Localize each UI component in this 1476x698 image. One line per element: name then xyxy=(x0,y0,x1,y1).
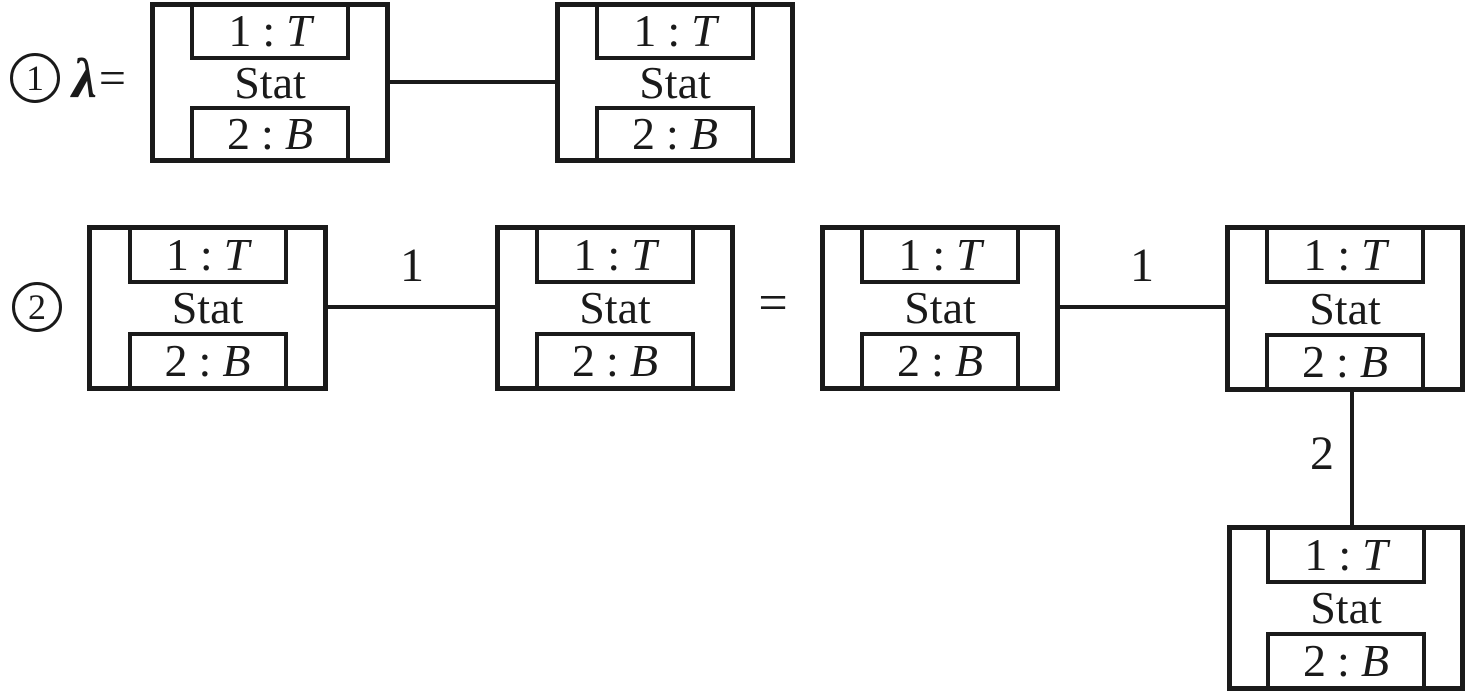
port-colon: : xyxy=(198,335,212,386)
stat-box-2e: 1:T Stat 2:B xyxy=(1227,525,1465,691)
statement-2-equals: = xyxy=(758,275,788,332)
wire-2d-2e xyxy=(1350,392,1354,525)
statement-1-number: 1 xyxy=(26,58,44,98)
port-top: 1:T xyxy=(190,7,350,60)
port-type: B xyxy=(284,107,313,159)
wire-label-1: 1 xyxy=(400,239,424,292)
port-bottom: 2:B xyxy=(1266,632,1426,686)
port-colon: : xyxy=(1337,635,1350,686)
port-top: 1:T xyxy=(595,7,755,60)
port-bottom: 2:B xyxy=(860,332,1020,386)
port-type: B xyxy=(629,335,658,386)
port-type: B xyxy=(689,107,718,159)
node-label: Stat xyxy=(579,282,651,333)
stat-box-2c: 1:T Stat 2:B xyxy=(820,225,1060,391)
port-top: 1:T xyxy=(127,229,288,284)
port-type: T xyxy=(1362,529,1388,580)
equals-symbol: = xyxy=(98,52,126,105)
node-label: Stat xyxy=(1310,582,1382,633)
port-bottom: 2:B xyxy=(1265,333,1425,387)
port-index: 1 xyxy=(633,5,657,57)
port-type: B xyxy=(954,335,983,386)
statement-2-number: 2 xyxy=(28,287,46,327)
port-index: 1 xyxy=(573,229,597,280)
port-bottom: 2:B xyxy=(190,105,350,159)
port-colon: : xyxy=(931,335,944,386)
lambda-symbol: λ xyxy=(72,48,97,110)
port-type: B xyxy=(1360,635,1389,686)
node-label: Stat xyxy=(171,282,244,333)
stat-box-2a: 1:T Stat 2:B xyxy=(87,225,328,391)
node-label: Stat xyxy=(1309,282,1381,334)
wire-2c-2d xyxy=(1059,305,1226,309)
node-label: Stat xyxy=(639,56,711,108)
port-top: 1:T xyxy=(1265,230,1425,284)
node-label: Stat xyxy=(904,282,976,333)
port-type: T xyxy=(956,229,982,280)
port-index: 2 xyxy=(572,335,596,386)
port-bottom: 2:B xyxy=(127,332,288,386)
port-index: 2 xyxy=(1302,336,1326,387)
port-colon: : xyxy=(1338,529,1352,580)
stat-box-2b: 1:T Stat 2:B xyxy=(495,225,735,391)
port-type: T xyxy=(223,229,250,280)
port-index: 2 xyxy=(1303,635,1327,686)
port-colon: : xyxy=(932,229,946,280)
port-top: 1:T xyxy=(860,230,1020,284)
port-colon: : xyxy=(607,229,621,280)
port-colon: : xyxy=(262,5,276,57)
wire-label-2: 2 xyxy=(1310,427,1334,480)
stat-box-1b: 1:T Stat 2:B xyxy=(555,2,795,163)
port-index: 1 xyxy=(228,5,252,57)
port-type: T xyxy=(691,5,717,57)
port-colon: : xyxy=(261,107,274,159)
port-index: 1 xyxy=(898,229,922,280)
port-index: 1 xyxy=(1303,229,1327,280)
port-colon: : xyxy=(199,229,213,280)
port-type: B xyxy=(1359,336,1388,387)
statement-1-marker: 1 xyxy=(10,53,60,103)
port-index: 2 xyxy=(227,107,251,159)
port-index: 2 xyxy=(164,335,188,386)
port-index: 1 xyxy=(1304,529,1328,580)
wire-2a-2b xyxy=(328,305,495,309)
port-top: 1:T xyxy=(535,230,695,284)
port-colon: : xyxy=(667,5,681,57)
statement-2-marker: 2 xyxy=(12,282,62,332)
port-type: B xyxy=(222,335,251,386)
port-index: 1 xyxy=(165,229,189,280)
stat-box-2d: 1:T Stat 2:B xyxy=(1225,225,1465,392)
port-colon: : xyxy=(1337,229,1351,280)
port-colon: : xyxy=(1336,336,1349,387)
port-type: T xyxy=(286,5,312,57)
wire-1a-1b xyxy=(389,80,556,84)
port-colon: : xyxy=(606,335,619,386)
port-bottom: 2:B xyxy=(595,105,755,159)
stat-box-1a: 1:T Stat 2:B xyxy=(150,2,390,163)
port-colon: : xyxy=(666,107,679,159)
port-index: 2 xyxy=(897,335,921,386)
port-bottom: 2:B xyxy=(535,332,695,386)
port-type: T xyxy=(1361,229,1387,280)
wire-label-1b: 1 xyxy=(1130,239,1154,292)
port-type: T xyxy=(631,229,657,280)
port-index: 2 xyxy=(632,107,656,159)
port-top: 1:T xyxy=(1266,530,1426,584)
node-label: Stat xyxy=(234,56,306,108)
lambda-equals-label: λ = xyxy=(72,48,126,110)
